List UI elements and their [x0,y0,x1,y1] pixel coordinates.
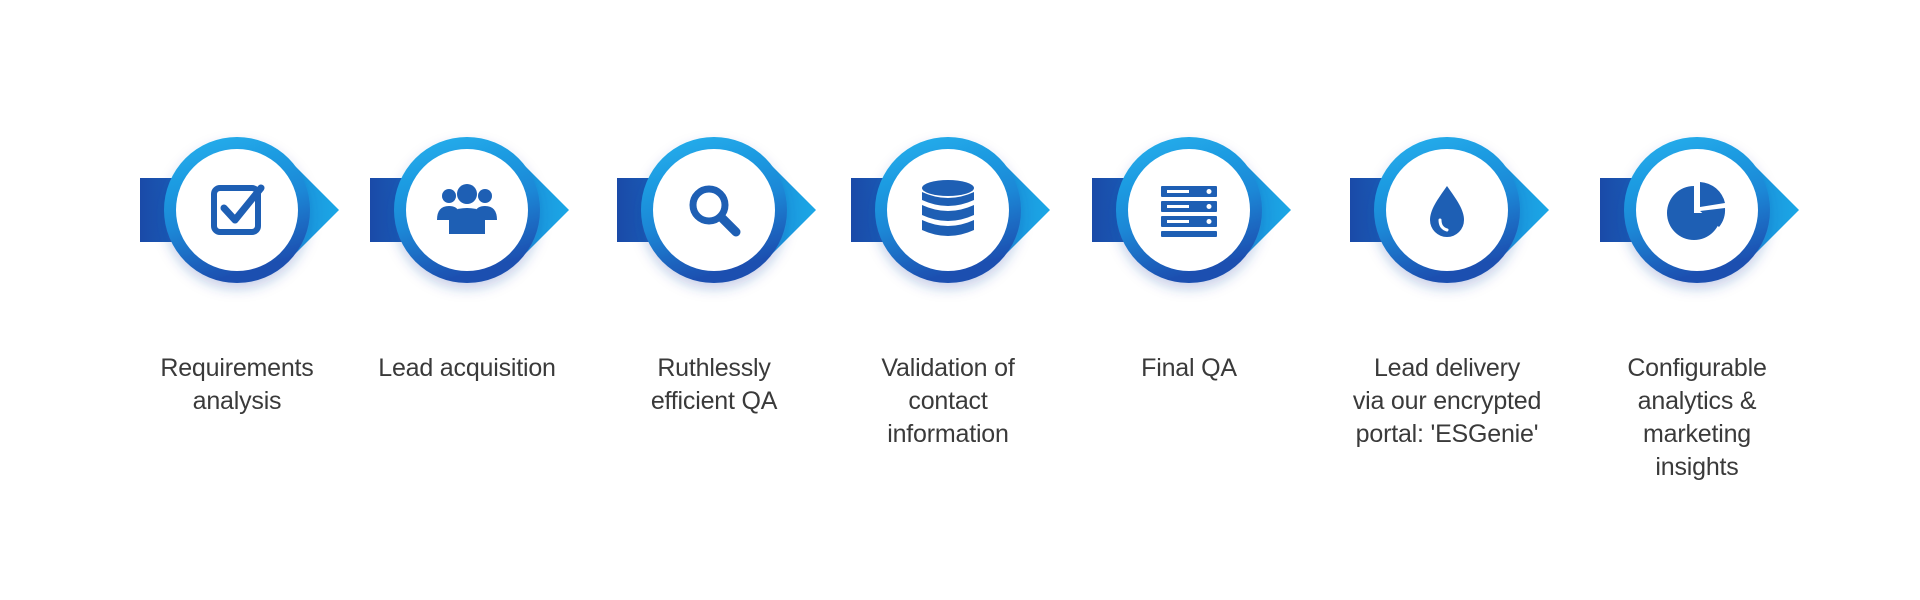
step-lead-delivery: Lead delivery via our encrypted portal: … [1317,0,1577,600]
step-label: Validation of contact information [881,354,1015,448]
server-rack-icon [1149,170,1229,250]
step-validation-of-contact-information: Validation of contact information [818,0,1078,600]
step-badge [1059,125,1319,295]
step-ruthlessly-efficient-qa: Ruthlessly efficient QA [584,0,844,600]
step-badge [337,125,597,295]
step-badge [584,125,844,295]
step-label: Final QA [1141,354,1237,382]
database-icon [908,170,988,250]
step-lead-acquisition: Lead acquisition [337,0,597,600]
step-label: Lead acquisition [378,354,556,382]
pie-chart-icon [1657,170,1737,250]
users-group-icon [427,170,507,250]
step-badge [1567,125,1827,295]
step-label: Requirements analysis [160,354,314,415]
step-label: Lead delivery via our encrypted portal: … [1352,354,1542,448]
step-label: Ruthlessly efficient QA [650,354,778,415]
drop-icon [1407,170,1487,250]
step-requirements-analysis: Requirements analysis [107,0,367,600]
step-badge [107,125,367,295]
step-final-qa: Final QA [1059,0,1319,600]
checkbox-icon [197,170,277,250]
step-badge [818,125,1078,295]
step-label: Configurable analytics & marketing insig… [1627,354,1767,481]
step-badge [1317,125,1577,295]
step-configurable-analytics: Configurable analytics & marketing insig… [1567,0,1827,600]
search-icon [674,170,754,250]
